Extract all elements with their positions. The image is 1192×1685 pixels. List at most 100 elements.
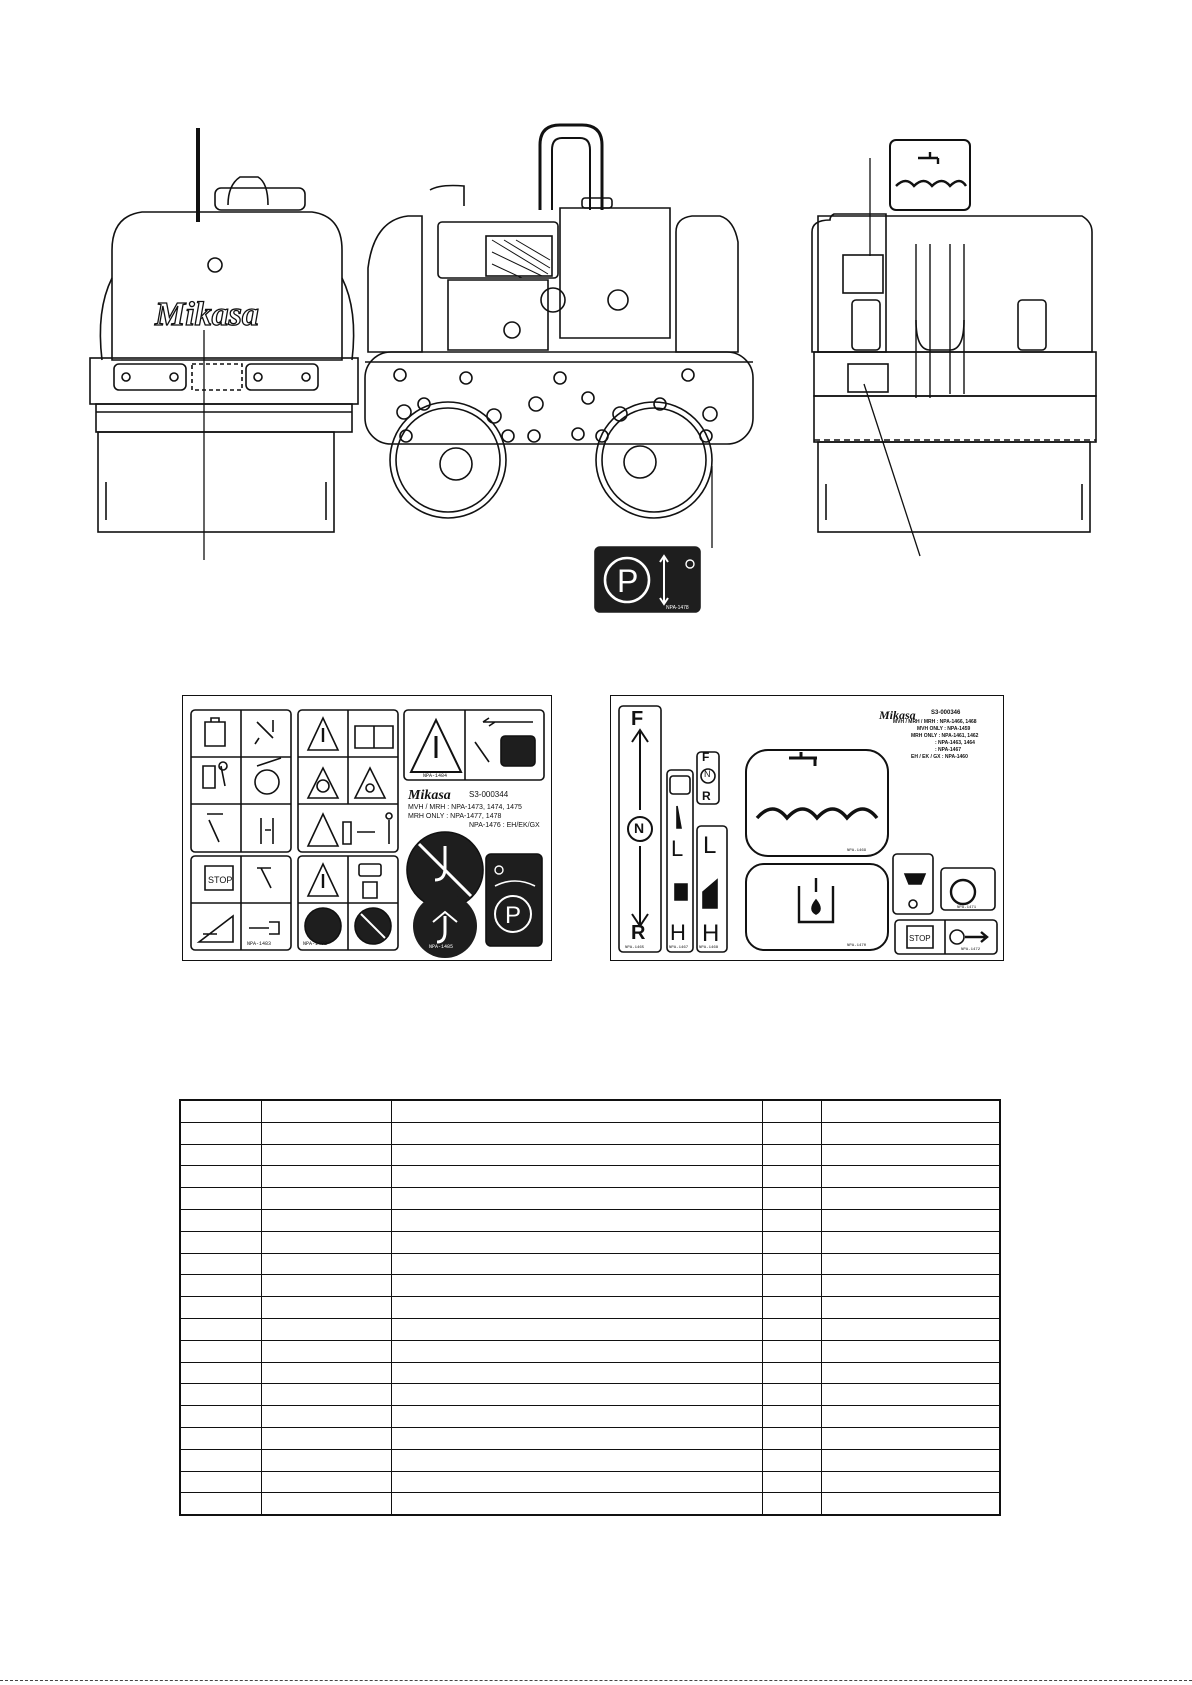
table-cell <box>820 1470 1001 1494</box>
table-cell <box>260 1296 392 1319</box>
table-cell <box>761 1252 822 1276</box>
decal-sheet-left: STOP Mikasa S3-000344 MVH / MRH : NPA-14… <box>182 695 552 961</box>
table-cell <box>260 1187 392 1210</box>
table-cell <box>761 1317 822 1341</box>
table-row <box>179 1208 1001 1232</box>
table-row <box>179 1317 1001 1341</box>
brand-logo-front: Mikasa <box>154 296 259 333</box>
table-cell <box>761 1274 822 1298</box>
svg-text:STOP: STOP <box>909 934 931 943</box>
hydraulic-tank-icon <box>745 863 889 951</box>
table-cell <box>820 1165 1001 1189</box>
sheet-left-line-1: MVH / MRH : NPA-1473, 1474, 1475 <box>408 804 522 811</box>
parts-table-body <box>179 1098 1001 1517</box>
table-cell <box>820 1296 1001 1319</box>
table-cell <box>761 1208 822 1232</box>
gear-lever-icon <box>254 757 282 795</box>
table-cell <box>761 1187 822 1210</box>
table-cell <box>179 1317 262 1341</box>
table-cell <box>260 1143 392 1167</box>
table-cell <box>390 1361 763 1385</box>
sheet-right-code-4: NPA-1469 <box>847 849 867 853</box>
table-cell <box>761 1165 822 1189</box>
sheet-right-line-1: MVH / MRH / MRH : NPA-1466, 1468 <box>893 719 977 725</box>
table-row <box>179 1121 1001 1145</box>
sheet-right-code-3: NPA-1468 <box>699 946 719 950</box>
sheet-right-code-6: NPA-1471 <box>957 906 977 910</box>
table-cell <box>179 1448 262 1472</box>
fuel-stop-icon <box>358 863 382 899</box>
sheet-right-code-1: NPA-1465 <box>625 946 645 950</box>
table-row <box>179 1339 1001 1363</box>
side-view <box>364 123 754 548</box>
svg-text:NPA-1478: NPA-1478 <box>666 605 689 611</box>
table-cell <box>260 1470 392 1494</box>
page-cut-line <box>0 1680 1192 1681</box>
table-cell <box>390 1208 763 1232</box>
parking-brake-icon-left: P <box>485 853 543 947</box>
table-cell <box>820 1405 1001 1428</box>
decal-sheet-left-art: STOP Mikasa S3-000344 MVH / MRH : NPA-14… <box>190 709 545 951</box>
table-cell <box>390 1296 763 1319</box>
table-cell <box>260 1405 392 1428</box>
direction-reverse-small: R <box>702 789 711 803</box>
table-cell <box>820 1448 1001 1472</box>
table-cell <box>820 1143 1001 1167</box>
table-cell <box>179 1405 262 1428</box>
warning-triangle-icon-3 <box>409 717 463 773</box>
brand-logo-right: Mikasa <box>879 708 916 722</box>
table-row <box>179 1492 1001 1517</box>
speed-low-label: L <box>671 836 684 861</box>
table-cell <box>820 1492 1001 1517</box>
direction-forward-small: F <box>702 750 710 764</box>
part-number-right: S3-000346 <box>931 710 961 716</box>
svg-text:P: P <box>617 563 638 599</box>
no-fire-icon <box>354 907 392 945</box>
table-cell <box>761 1230 822 1254</box>
vibration-switch-icon <box>892 853 934 915</box>
parking-brake-decal: P NPA-1478 <box>594 546 701 613</box>
decal-sheet-right: STOP F N R L H F N R L H Mikasa S3-00034… <box>610 695 1004 961</box>
table-cell <box>820 1317 1001 1341</box>
table-cell <box>820 1339 1001 1363</box>
table-cell <box>179 1492 262 1517</box>
front-view: Mikasa <box>89 128 359 560</box>
table-cell <box>179 1470 262 1494</box>
table-row <box>179 1448 1001 1472</box>
table-cell <box>390 1339 763 1363</box>
table-cell <box>390 1098 763 1123</box>
table-cell <box>179 1361 262 1385</box>
fuel-cock-icon <box>249 921 280 935</box>
table-cell <box>390 1383 763 1407</box>
warning-triangle-icon-2 <box>306 862 340 897</box>
table-cell <box>260 1252 392 1276</box>
crush-warning-icon <box>474 717 536 767</box>
table-cell <box>761 1121 822 1145</box>
svg-text:P: P <box>505 902 521 929</box>
table-cell <box>260 1383 392 1407</box>
table-row <box>179 1252 1001 1276</box>
table-cell <box>761 1426 822 1450</box>
table-cell <box>179 1252 262 1276</box>
table-cell <box>390 1187 763 1210</box>
table-cell <box>179 1165 262 1189</box>
table-cell <box>179 1274 262 1298</box>
sheet-left-line-3: NPA-1476 : EH/EK/GX <box>469 822 540 829</box>
table-cell <box>761 1383 822 1407</box>
stop-icon-left: STOP <box>204 865 234 891</box>
table-cell <box>390 1252 763 1276</box>
table-cell <box>260 1098 392 1123</box>
ignition-icon <box>257 867 272 889</box>
table-row <box>179 1426 1001 1450</box>
table-cell <box>260 1426 392 1450</box>
warning-triangle-icon <box>306 716 340 751</box>
direction-forward-label: F <box>631 708 644 730</box>
ear-protection-icon <box>304 907 342 945</box>
table-cell <box>820 1252 1001 1276</box>
table-cell <box>179 1296 262 1319</box>
direction-neutral-label: N <box>634 820 645 836</box>
table-cell <box>179 1187 262 1210</box>
table-row <box>179 1230 1001 1254</box>
fuel-icon <box>202 761 228 789</box>
table-cell <box>390 1317 763 1341</box>
